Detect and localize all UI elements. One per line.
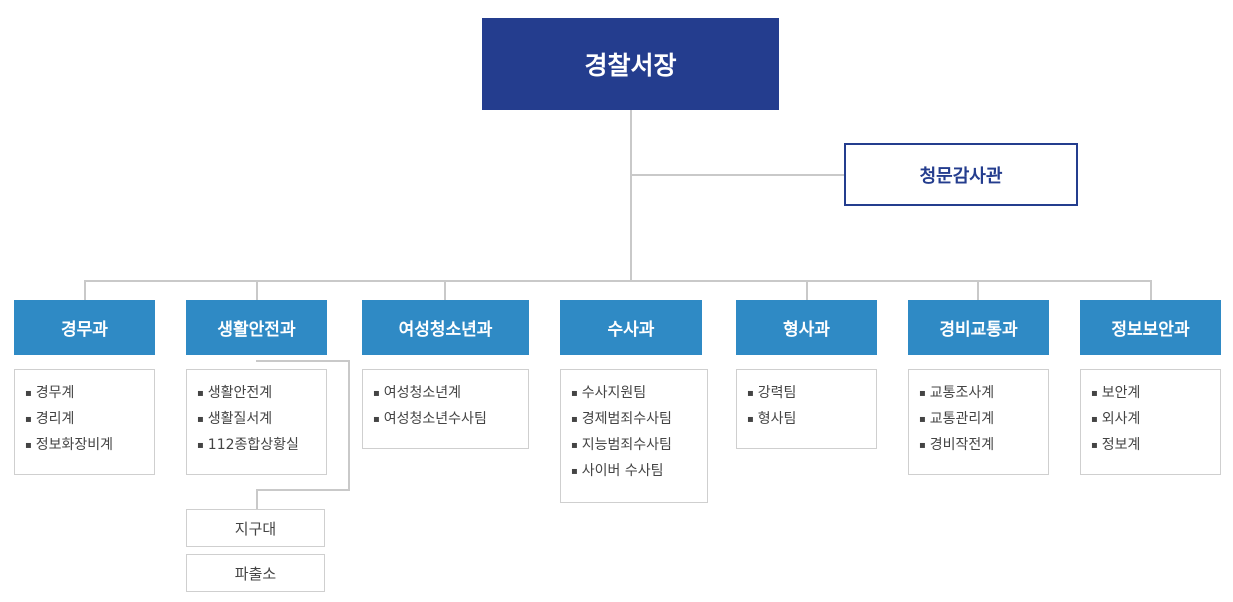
connector-subunit-bottom <box>256 489 350 491</box>
connector-horizontal-bus <box>84 280 1152 282</box>
unit-item: 여성청소년수사팀 <box>373 406 528 432</box>
unit-item: 교통관리계 <box>919 406 1048 432</box>
department-box: 여성청소년과 <box>362 300 529 355</box>
connector-subunit-drop <box>256 489 258 509</box>
unit-list: 경무계 경리계 정보화장비계 <box>14 369 155 475</box>
department-name: 형사과 <box>783 320 830 340</box>
unit-item: 형사팀 <box>747 406 876 432</box>
inspector-box: 청문감사관 <box>844 143 1078 206</box>
connector-drop-dept-3 <box>444 280 446 300</box>
department-box: 형사과 <box>736 300 877 355</box>
connector-inspector <box>630 174 844 176</box>
sub-unit-label: 지구대 <box>234 519 277 538</box>
connector-drop-dept-2 <box>256 280 258 300</box>
unit-item: 강력팀 <box>747 380 876 406</box>
unit-item: 교통조사계 <box>919 380 1048 406</box>
chief-label: 경찰서장 <box>584 51 677 80</box>
unit-item: 지능범죄수사팀 <box>571 432 707 458</box>
unit-item: 경무계 <box>25 380 154 406</box>
department-box: 수사과 <box>560 300 702 355</box>
unit-item: 경비작전계 <box>919 432 1048 458</box>
unit-item: 경리계 <box>25 406 154 432</box>
unit-item: 정보계 <box>1091 432 1220 458</box>
unit-list: 보안계 외사계 정보계 <box>1080 369 1221 475</box>
unit-item: 112종합상황실 <box>197 432 326 458</box>
unit-list: 여성청소년계 여성청소년수사팀 <box>362 369 529 449</box>
unit-item: 생활질서계 <box>197 406 326 432</box>
department-name: 수사과 <box>607 320 655 340</box>
department-box: 정보보안과 <box>1080 300 1221 355</box>
chief-box: 경찰서장 <box>482 18 779 110</box>
unit-item: 정보화장비계 <box>25 432 154 458</box>
department-box: 경무과 <box>14 300 155 355</box>
unit-list: 강력팀 형사팀 <box>736 369 877 449</box>
connector-drop-dept-1 <box>84 280 86 300</box>
department-name: 여성청소년과 <box>398 320 493 340</box>
unit-item: 보안계 <box>1091 380 1220 406</box>
department-name: 경비교통과 <box>939 320 1018 340</box>
connector-drop-dept-5 <box>806 280 808 300</box>
connector-drop-dept-6 <box>977 280 979 300</box>
connector-subunit-right <box>348 360 350 490</box>
department-name: 경무과 <box>61 320 108 340</box>
sub-unit-box: 지구대 <box>186 509 325 547</box>
unit-item: 수사지원팀 <box>571 380 707 406</box>
inspector-label: 청문감사관 <box>919 165 1003 187</box>
unit-item: 여성청소년계 <box>373 380 528 406</box>
unit-item: 생활안전계 <box>197 380 326 406</box>
unit-list: 교통조사계 교통관리계 경비작전계 <box>908 369 1049 475</box>
department-box: 경비교통과 <box>908 300 1049 355</box>
unit-list: 생활안전계 생활질서계 112종합상황실 <box>186 369 327 475</box>
department-name: 정보보안과 <box>1111 320 1190 340</box>
sub-unit-box: 파출소 <box>186 554 325 592</box>
unit-item: 경제범죄수사팀 <box>571 406 707 432</box>
sub-unit-label: 파출소 <box>234 564 277 583</box>
department-name: 생활안전과 <box>217 320 296 340</box>
unit-list: 수사지원팀 경제범죄수사팀 지능범죄수사팀 사이버 수사팀 <box>560 369 708 503</box>
connector-drop-dept-7 <box>1150 280 1152 300</box>
unit-item: 사이버 수사팀 <box>571 458 707 484</box>
connector-chief-trunk <box>630 110 632 281</box>
unit-item: 외사계 <box>1091 406 1220 432</box>
department-box: 생활안전과 <box>186 300 327 355</box>
connector-subunit-top <box>256 360 350 362</box>
